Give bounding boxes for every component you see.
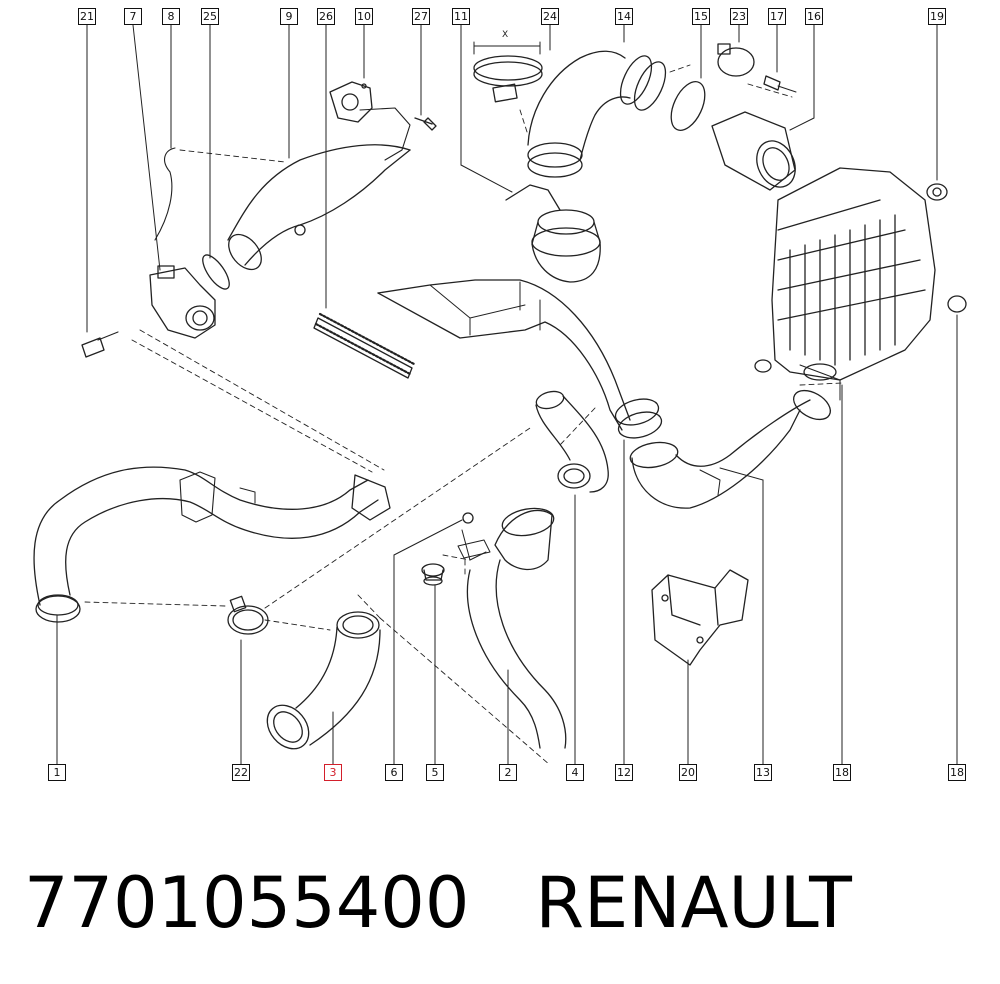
- callout-10: 10: [355, 8, 373, 25]
- brand-name: RENAULT: [535, 862, 852, 944]
- callout-2: 2: [499, 764, 517, 781]
- callout-17: 17: [768, 8, 786, 25]
- parts-drawing: [33, 24, 967, 766]
- part-19-grommet: [926, 183, 948, 201]
- part-13-hose: [629, 389, 831, 509]
- part-14-elbow-duct: [527, 50, 667, 178]
- part-11-duct-piece: [505, 184, 601, 283]
- part-15-oring: [670, 81, 706, 131]
- callout-23: 23: [730, 8, 748, 25]
- callout-16: 16: [805, 8, 823, 25]
- part-number: 7701055400: [24, 862, 470, 944]
- part-20-bracket: [651, 569, 749, 666]
- callout-6: 6: [385, 764, 403, 781]
- part-3-elbow-hose: [266, 611, 381, 750]
- callout-27: 27: [412, 8, 430, 25]
- callout-11: 11: [452, 8, 470, 25]
- callout-24: 24: [541, 8, 559, 25]
- callout-21: 21: [78, 8, 96, 25]
- exploded-parts-diagram: 21 7 8 25 9 26 10 27 11 24 14 15 23 17 1…: [33, 8, 967, 781]
- clamp-dimension-label: X: [502, 30, 509, 40]
- part-12-air-duct: [377, 279, 663, 439]
- part-9-manifold-pipe: [227, 107, 411, 271]
- callout-12: 12: [615, 764, 633, 781]
- part-2-hose: [457, 507, 567, 749]
- part-10-gasket: [329, 81, 373, 123]
- callout-3-highlighted: 3: [324, 764, 342, 781]
- part-1-hose: [33, 466, 391, 623]
- part-25-seal: [202, 254, 230, 290]
- part-7-throttle-body: [149, 265, 216, 339]
- part-22-clamp: [227, 595, 269, 635]
- callout-1: 1: [48, 764, 66, 781]
- part-8-wire: [154, 147, 176, 241]
- part-24-clamp: [473, 41, 543, 103]
- callout-26: 26: [317, 8, 335, 25]
- part-5-grommet: [421, 563, 445, 586]
- callout-9: 9: [280, 8, 298, 25]
- leader-lines: [56, 24, 958, 765]
- callout-20: 20: [679, 764, 697, 781]
- callout-19: 19: [928, 8, 946, 25]
- callout-8: 8: [162, 8, 180, 25]
- part-4-elbow-tube: [535, 390, 609, 493]
- part-23-clamp: [717, 43, 755, 77]
- callout-13: 13: [754, 764, 772, 781]
- callout-25: 25: [201, 8, 219, 25]
- part-18-grommet: [754, 295, 967, 373]
- part-16-airflow-meter: [711, 111, 796, 191]
- part-17-screw: [763, 75, 797, 93]
- callout-18-right: 18: [948, 764, 966, 781]
- callout-7: 7: [124, 8, 142, 25]
- callout-15: 15: [692, 8, 710, 25]
- callout-14: 14: [615, 8, 633, 25]
- part-21-bolt: [81, 331, 119, 358]
- part-caption: 7701055400 RENAULT: [24, 858, 852, 948]
- callout-22: 22: [232, 764, 250, 781]
- part-26-foam-strip: [313, 312, 416, 379]
- callout-18: 18: [833, 764, 851, 781]
- assembly-dash-lines: [84, 64, 843, 766]
- callout-4: 4: [566, 764, 584, 781]
- callout-5: 5: [426, 764, 444, 781]
- air-filter-box: [771, 167, 936, 401]
- part-27-bolt: [414, 117, 437, 131]
